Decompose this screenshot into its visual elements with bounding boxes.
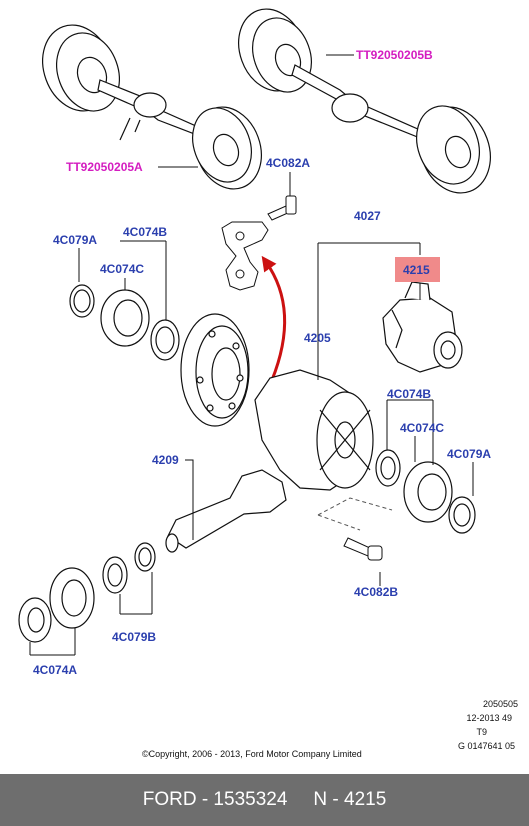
- callout-4c082b: 4C082B: [354, 585, 398, 599]
- leader-lines: [29, 54, 474, 656]
- pinion-bearing-stack: [18, 542, 156, 643]
- dashed-guide: [317, 497, 393, 531]
- callout-4c074a: 4C074A: [33, 663, 77, 677]
- differential-gear-set-4215: [382, 281, 463, 373]
- copyright-text: ©Copyright, 2006 - 2013, Ford Motor Comp…: [142, 749, 362, 759]
- callout-4209: 4209: [152, 453, 179, 467]
- footer-ref: N - 4215: [313, 789, 387, 810]
- callout-4215: 4215: [403, 263, 430, 277]
- drawing-meta-block: 2050505 12-2013 49 T9 G 0147641 05: [458, 699, 518, 751]
- drive-pinion: [165, 469, 287, 553]
- callout-4c079a-left: 4C079A: [53, 233, 97, 247]
- callout-4c074c-right: 4C074C: [400, 421, 444, 435]
- callout-4c079b: 4C079B: [112, 630, 156, 644]
- axle-assembly-b: [238, 8, 491, 194]
- callout-4205: 4205: [304, 331, 331, 345]
- callout-tt92050205a: TT92050205A: [66, 160, 143, 174]
- meta-line-1: 2050505: [483, 699, 518, 709]
- bolt-4c082a: [267, 195, 297, 221]
- callout-4c074b-right: 4C074B: [387, 387, 431, 401]
- highlight-box-4215: [395, 257, 440, 282]
- part-footer-bar: FORD - 1535324 N - 4215: [0, 774, 529, 826]
- meta-line-2: 12-2013 49: [466, 713, 512, 723]
- meta-line-4: G 0147641 05: [458, 741, 515, 751]
- meta-line-3: T9: [476, 727, 487, 737]
- ring-gear-4209: [180, 313, 250, 427]
- callout-labels: TT92050205B TT92050205A 4C082A 4027 4C07…: [33, 48, 491, 677]
- right-bearing-stack: [375, 449, 476, 534]
- red-install-arrow: [261, 255, 287, 381]
- bolt-4c082b: [343, 537, 383, 561]
- bearing-cap: [221, 221, 269, 291]
- callout-tt92050205b: TT92050205B: [356, 48, 433, 62]
- callout-4c074c-left: 4C074C: [100, 262, 144, 276]
- callout-4c079a-right: 4C079A: [447, 447, 491, 461]
- callout-4c074b-left: 4C074B: [123, 225, 167, 239]
- axle-assembly-a: [42, 24, 262, 190]
- callout-4c082a: 4C082A: [266, 156, 310, 170]
- left-bearing-stack: [69, 284, 180, 361]
- callout-4027: 4027: [354, 209, 381, 223]
- differential-case-4205: [254, 369, 374, 491]
- footer-brand-part: FORD - 1535324: [142, 789, 288, 810]
